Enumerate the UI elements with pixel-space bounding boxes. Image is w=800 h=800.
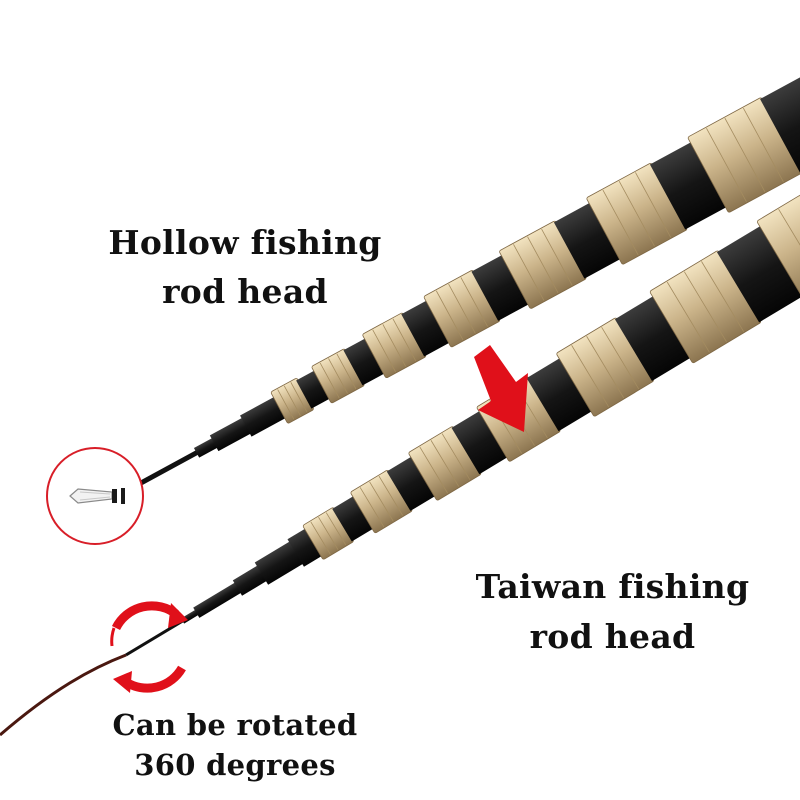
black-rod-section (125, 617, 187, 657)
ferrule-groove (310, 521, 331, 555)
rotation-caption-line-1: Can be rotated (112, 708, 358, 742)
ferrule-groove (430, 440, 460, 487)
ferrule-groove (706, 127, 747, 203)
fishing-line (0, 653, 127, 737)
ferrule-groove (441, 433, 471, 481)
black-rod-section (343, 337, 386, 386)
black-rod-section (232, 564, 268, 596)
black-rod-section (649, 141, 728, 230)
ferrule-groove (382, 324, 407, 367)
ferrule-groove (369, 481, 394, 522)
black-rod-section (553, 202, 622, 279)
ferrule-groove (325, 512, 347, 546)
black-rod-section (451, 410, 509, 475)
hollow-tip-circle (46, 447, 144, 545)
ferrule-groove (318, 516, 339, 550)
hollow-head-caption: Hollow fishing rod head (90, 218, 400, 316)
ferrule-groove (602, 189, 639, 256)
black-rod-section (240, 396, 287, 437)
black-rod-section (614, 295, 692, 381)
black-rod-section (296, 370, 331, 409)
ferrule-groove (586, 336, 625, 399)
hollow-caption-line-1: Hollow fishing (108, 223, 382, 262)
ferrule-groove (541, 228, 573, 286)
ferrule-groove (601, 327, 640, 390)
ferrule-groove (448, 283, 476, 334)
ferrule-groove (724, 117, 766, 193)
ferrule-groove (460, 277, 488, 327)
ferrule-groove (635, 172, 672, 238)
ferrule-groove (290, 382, 308, 413)
ferrule-groove (527, 236, 559, 294)
black-rod-section (287, 527, 323, 567)
hollow-rod (126, 73, 800, 493)
taiwan-head-caption: Taiwan fishing rod head (445, 562, 780, 662)
ferrule-groove (378, 475, 404, 516)
black-rod-section (716, 225, 800, 323)
black-rod-section (254, 540, 305, 585)
ferrule-groove (701, 261, 745, 332)
rotation-caption: Can be rotated 360 degrees (100, 705, 370, 785)
black-rod-section (209, 417, 252, 452)
taiwan-caption-line-2: rod head (529, 617, 696, 656)
ferrule-groove (283, 385, 301, 416)
black-rod-section (471, 254, 530, 321)
ferrule-groove (513, 244, 545, 301)
ferrule-groove (277, 389, 295, 420)
ferrule-groove (571, 345, 610, 408)
ferrule-groove (419, 446, 448, 494)
ferrule-groove (778, 208, 800, 289)
black-rod-section (126, 449, 200, 493)
hollow-caption-line-2: rod head (162, 272, 328, 311)
ferrule-groove (666, 281, 710, 353)
ferrule-groove (618, 181, 655, 247)
rotation-caption-line-2: 360 degrees (134, 748, 336, 782)
black-rod-section (332, 495, 375, 542)
ferrule-groove (435, 290, 464, 341)
ferrule-groove (372, 329, 396, 373)
ferrule-groove (359, 487, 385, 528)
black-rod-section (193, 581, 243, 618)
taiwan-rod (125, 170, 800, 657)
ferrule-groove (328, 358, 348, 394)
down-right-arrow-icon (474, 345, 528, 432)
ferrule-groove (683, 271, 727, 343)
black-rod-section (386, 456, 437, 511)
ferrule-groove (742, 107, 784, 183)
black-rod-section (526, 357, 593, 432)
black-rod-section (760, 73, 800, 173)
taiwan-caption-line-1: Taiwan fishing (475, 567, 750, 606)
black-rod-section (193, 437, 219, 458)
black-rod-section (401, 299, 451, 357)
ferrule-groove (336, 353, 357, 390)
ferrule-groove (319, 362, 340, 399)
rotate-360-icon (110, 601, 188, 693)
ferrule-groove (392, 318, 417, 362)
